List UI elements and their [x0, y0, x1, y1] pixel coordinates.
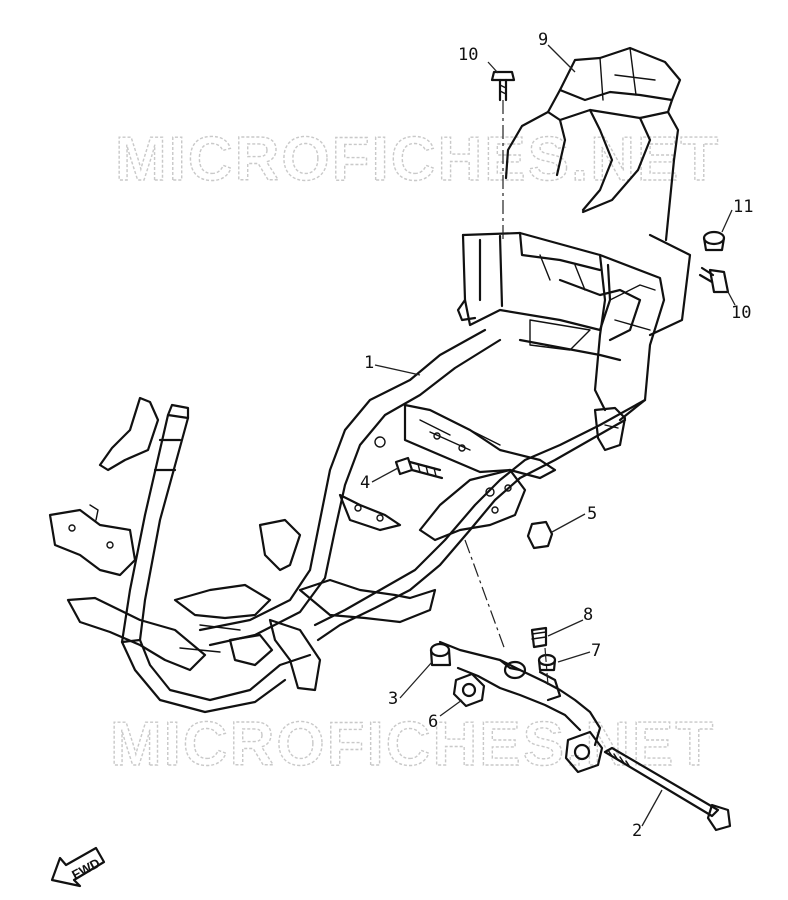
rear-carrier-bracket	[504, 46, 692, 337]
callout-5: 5	[587, 504, 597, 524]
callout-6: 6	[428, 712, 438, 732]
callout-1: 1	[364, 353, 374, 373]
main-frame	[48, 231, 666, 714]
callout-3: 3	[388, 689, 398, 709]
callout-9: 9	[538, 30, 548, 50]
assembly-lines	[464, 100, 549, 686]
callout-2: 2	[632, 821, 642, 841]
callout-10-top: 10	[458, 45, 478, 65]
callout-8: 8	[583, 605, 593, 625]
watermark-bottom: MICROFICHES.NET	[110, 710, 715, 779]
engine-link-bracket	[438, 640, 602, 747]
leader-lines	[371, 44, 736, 827]
callout-10-right: 10	[731, 303, 751, 323]
forward-direction-arrow-icon: FWD	[50, 846, 106, 888]
watermark-top: MICROFICHES.NET	[115, 125, 720, 194]
callout-4: 4	[360, 473, 370, 493]
callout-7: 7	[591, 641, 601, 661]
collar-3	[429, 642, 452, 667]
callout-11: 11	[733, 197, 753, 217]
bolt-4	[394, 456, 444, 480]
grommet-11	[702, 230, 726, 252]
bolt-right-10	[698, 266, 730, 294]
bush-6	[452, 672, 486, 708]
link-end-bush	[564, 730, 604, 774]
washer-7	[537, 653, 557, 672]
bolt-8	[530, 626, 548, 649]
bolt-top-10	[490, 70, 516, 102]
nut-5	[526, 520, 554, 550]
long-bolt-2	[603, 746, 732, 832]
